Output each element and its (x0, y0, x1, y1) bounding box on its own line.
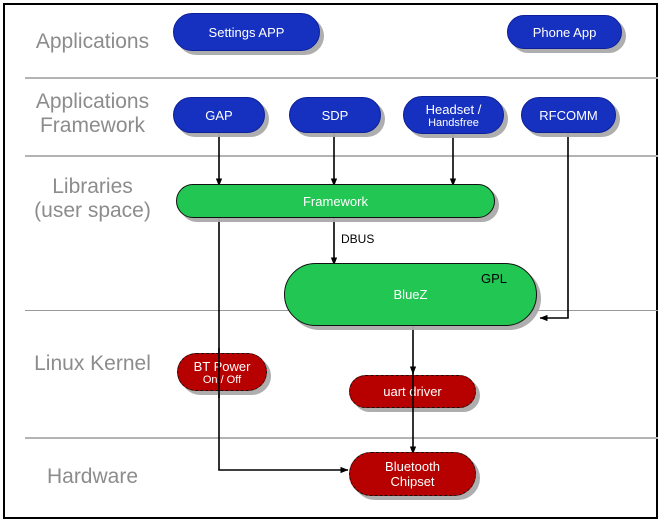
node-bluetooth-chipset[interactable]: Bluetooth Chipset (349, 452, 476, 496)
node-rfcomm-label: RFCOMM (539, 107, 598, 123)
node-framework[interactable]: Framework (176, 184, 495, 218)
node-headset-handsfree-label-line1: Headset / (425, 101, 482, 117)
node-phone-app-label: Phone App (532, 24, 597, 40)
node-phone-app[interactable]: Phone App (507, 15, 622, 49)
layer-separator-applications-framework (25, 155, 658, 157)
wire-rfcomm-to-bluez (539, 133, 569, 322)
layer-separator-linux-kernel (25, 437, 658, 439)
layer-separator-applications (25, 77, 658, 79)
node-bluetooth-chipset-label-line2: Chipset (390, 474, 435, 489)
layer-label-libraries: Libraries (user space) (34, 175, 151, 222)
diagram-outer-border (3, 3, 658, 519)
node-uart-driver-label: uart driver (383, 384, 442, 399)
node-bluetooth-chipset-label-line1: Bluetooth (385, 459, 440, 474)
layer-label-applications: Applications (35, 30, 150, 53)
layer-label-linux-kernel: Linux Kernel (34, 352, 151, 375)
layer-label-applications-framework: Applications Framework (35, 90, 150, 137)
node-bluez-label: BlueZ (393, 287, 428, 302)
node-framework-label: Framework (302, 193, 368, 209)
node-headset-handsfree-label-line2: Handsfree (428, 116, 479, 129)
node-uart-driver[interactable]: uart driver (349, 375, 476, 408)
node-bt-power[interactable]: BT Power On / Off (177, 353, 267, 391)
node-settings-app-label: Settings APP (208, 24, 285, 40)
edge-label-dbus: DBUS (341, 232, 375, 246)
node-bt-power-label-line1: BT Power (193, 358, 251, 374)
wire-framework-btpower-to-chipset (218, 218, 349, 474)
node-bt-power-label-line2: On / Off (202, 373, 242, 386)
node-gap-label: GAP (205, 107, 233, 123)
node-bluez-gpl-badge: GPL (481, 271, 508, 286)
node-gap[interactable]: GAP (173, 97, 265, 133)
node-rfcomm[interactable]: RFCOMM (521, 97, 616, 133)
node-sdp-label: SDP (321, 107, 349, 123)
node-headset-handsfree[interactable]: Headset / Handsfree (403, 96, 504, 134)
node-sdp[interactable]: SDP (289, 97, 381, 133)
node-settings-app[interactable]: Settings APP (173, 13, 320, 51)
layer-label-hardware: Hardware (46, 465, 139, 488)
